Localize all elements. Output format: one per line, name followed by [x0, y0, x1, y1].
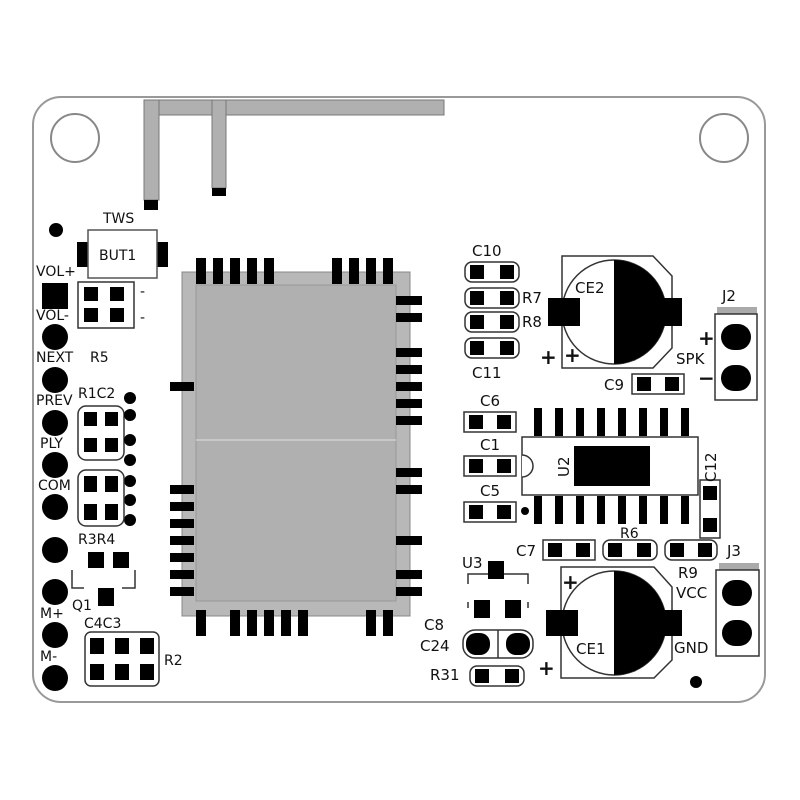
label-ce2-plus-a: + — [540, 345, 557, 369]
label-prev: PREV — [36, 393, 73, 409]
label-vcc: VCC — [676, 584, 707, 602]
label-r8: R8 — [522, 313, 542, 331]
label-q1: Q1 — [72, 598, 92, 614]
mounting-hole-left — [50, 113, 100, 163]
label-r3r4: R3R4 — [78, 532, 115, 548]
module-pads-bottom — [196, 610, 393, 636]
label-r5: R5 — [90, 350, 109, 366]
label-r7: R7 — [522, 289, 542, 307]
label-m-minus: M- — [40, 649, 57, 665]
label-spk-plus: + — [698, 326, 715, 350]
label-c7: C7 — [516, 542, 536, 560]
resistor-r9 — [664, 539, 718, 561]
ic-u2 — [521, 436, 699, 496]
mounting-hole-right — [699, 113, 749, 163]
resistor-r3-r4 — [77, 469, 125, 527]
label-c12: C12 — [702, 452, 720, 482]
fiducial-dot — [49, 223, 63, 237]
label-com: COM — [38, 478, 71, 494]
label-tws: TWS — [102, 211, 134, 227]
label-ce2: CE2 — [575, 279, 605, 297]
label-vol-minus: VOL- — [36, 308, 69, 324]
connector-j2 — [714, 307, 758, 401]
label-but1: BUT1 — [99, 248, 136, 264]
connector-j3 — [715, 563, 760, 657]
transistor-q1 — [71, 552, 136, 606]
label-ce1-plus-b: + — [538, 656, 555, 680]
module-pads-right — [396, 296, 422, 596]
label-r2: R2 — [164, 653, 183, 669]
capacitor-c6 — [463, 411, 517, 433]
ic-u2-pins-top — [534, 408, 689, 436]
label-ce1-plus-a: + — [562, 570, 579, 594]
capacitor-c4-c3 — [84, 631, 160, 687]
label-ce2-plus-b: + — [564, 343, 581, 367]
label-r1c2: R1C2 — [78, 386, 115, 402]
resistor-r31 — [469, 665, 525, 687]
label-c1: C1 — [480, 436, 500, 454]
label-spk: SPK — [676, 350, 706, 368]
label-dash-2: - — [140, 310, 145, 326]
pin1-dot — [521, 507, 529, 515]
smd-column-top — [464, 261, 520, 359]
antenna-pad-b — [212, 188, 226, 196]
ic-u2-pins-bottom — [534, 496, 689, 524]
resistor-r5 — [77, 281, 135, 329]
label-dash-1: - — [140, 284, 145, 300]
capacitor-c1 — [463, 455, 517, 477]
antenna-trace — [143, 99, 445, 201]
via-dots — [124, 392, 136, 526]
label-u3: U3 — [462, 554, 483, 572]
capacitor-c12 — [699, 479, 721, 539]
capacitor-ce2 — [548, 255, 682, 369]
label-j2: J2 — [721, 287, 736, 305]
label-c24: C24 — [420, 637, 450, 655]
module-pads-left — [170, 382, 194, 596]
capacitor-c8-c24 — [462, 629, 534, 659]
resistor-r6 — [602, 539, 658, 561]
label-r31: R31 — [430, 666, 460, 684]
switch-but1 — [77, 229, 168, 279]
resistor-r1-c2 — [77, 405, 125, 461]
fiducial-dot — [690, 676, 702, 688]
ic-u3 — [467, 561, 529, 618]
label-spk-minus: − — [698, 366, 715, 390]
label-ce1: CE1 — [576, 640, 606, 658]
module-pads-top — [196, 258, 393, 284]
label-gnd: GND — [674, 639, 708, 657]
label-ply: PLY — [40, 436, 63, 452]
label-c8: C8 — [424, 616, 444, 634]
label-j3: J3 — [726, 542, 741, 560]
bluetooth-module — [181, 271, 411, 617]
label-u2: U2 — [555, 456, 573, 477]
capacitor-ce1 — [546, 566, 682, 679]
label-m-plus: M+ — [40, 606, 64, 622]
label-r9: R9 — [678, 564, 698, 582]
label-c11: C11 — [472, 364, 502, 382]
label-c4c3: C4C3 — [84, 616, 121, 632]
antenna-pad-a — [144, 200, 158, 210]
label-vol-plus: VOL+ — [36, 264, 76, 280]
capacitor-c9 — [631, 373, 685, 395]
label-c6: C6 — [480, 392, 500, 410]
label-next: NEXT — [36, 350, 74, 366]
label-c5: C5 — [480, 482, 500, 500]
label-c10: C10 — [472, 242, 502, 260]
left-header-pins — [42, 283, 68, 691]
capacitor-c7 — [542, 539, 596, 561]
label-r6: R6 — [620, 526, 639, 542]
capacitor-c5 — [463, 501, 517, 523]
label-c9: C9 — [604, 376, 624, 394]
